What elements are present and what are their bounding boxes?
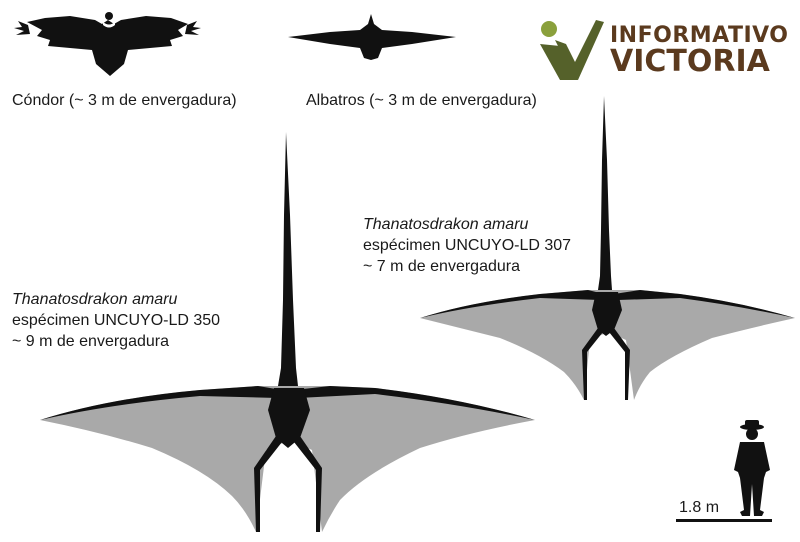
specimen-large-id: espécimen UNCUYO-LD 350: [12, 312, 221, 329]
condor-silhouette-icon: [14, 12, 201, 76]
specimen-large-name: Thanatosdrakon amaru: [12, 291, 178, 308]
albatross-caption: Albatros (~ 3 m de envergadura): [306, 92, 537, 109]
checkmark-logo-icon: [540, 20, 604, 80]
condor-caption: Cóndor (~ 3 m de envergadura): [12, 92, 237, 109]
specimen-small-name: Thanatosdrakon amaru: [363, 216, 529, 233]
condor-collar-icon: [103, 22, 115, 28]
specimen-small-id: espécimen UNCUYO-LD 307: [363, 237, 572, 254]
scale-bar: [676, 519, 772, 522]
pterosaur-small-silhouette-icon: [420, 96, 795, 400]
human-silhouette-icon: [734, 420, 770, 516]
albatross-silhouette-icon: [288, 14, 456, 60]
pterosaur-large-silhouette-icon: [40, 132, 535, 532]
brand-name-line2: VICTORIA: [610, 44, 770, 79]
specimen-large-wingspan: ~ 9 m de envergadura: [12, 333, 169, 350]
specimen-small-wingspan: ~ 7 m de envergadura: [363, 258, 520, 275]
brand-name-line1: INFORMATIVO: [610, 23, 789, 48]
scale-bar-label: 1.8 m: [679, 499, 720, 516]
